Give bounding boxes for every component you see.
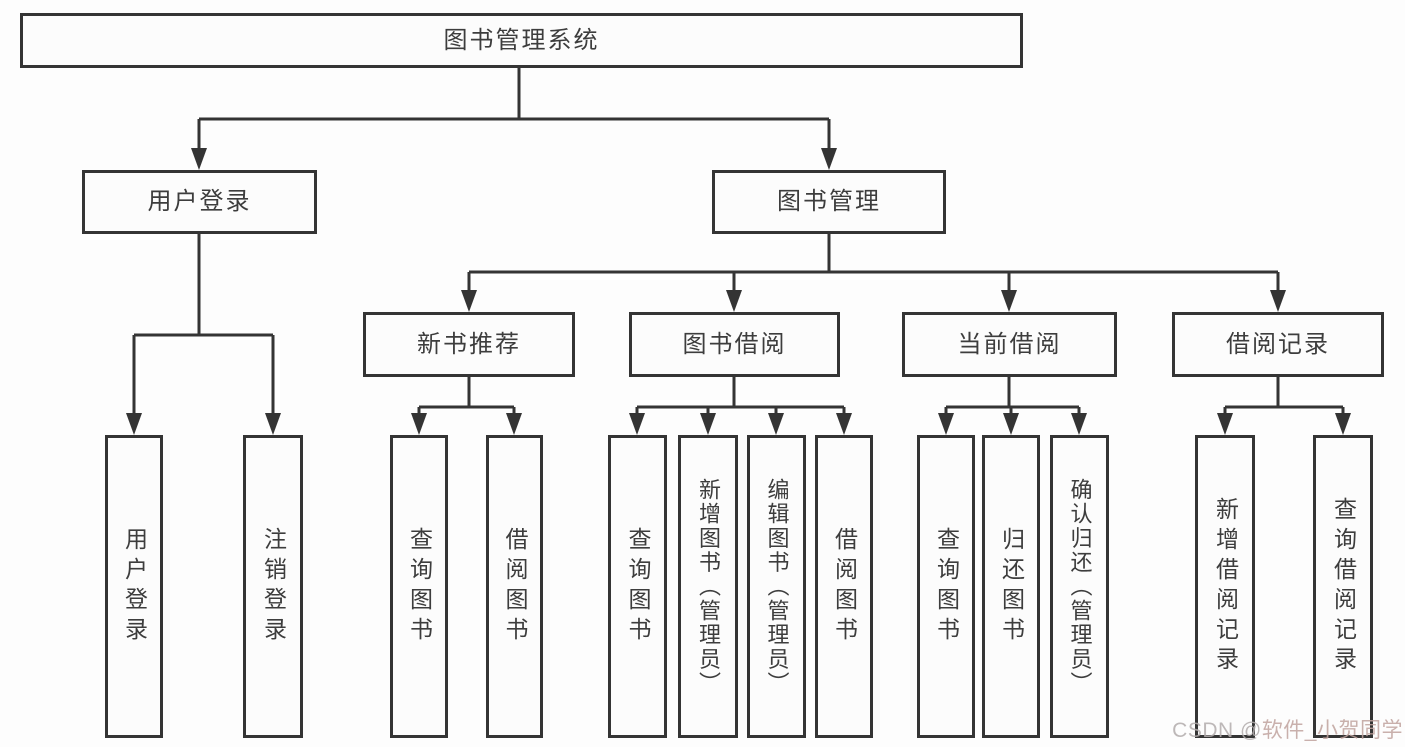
csdn-watermark-name: 软件_小贺同学 — [1261, 719, 1403, 742]
leaf-query-books-current-label: 查询图书 — [933, 526, 960, 647]
node-new-book-recommend-label: 新书推荐 — [417, 330, 521, 358]
leaf-logout: 注销登录 — [243, 435, 303, 738]
node-book-management-label: 图书管理 — [777, 188, 881, 215]
leaf-edit-books-admin-label: 编辑图书（管理员） — [764, 477, 790, 696]
leaf-query-borrow-record: 查询借阅记录 — [1313, 435, 1373, 738]
leaf-add-borrow-record-label: 新增借阅记录 — [1212, 496, 1239, 677]
csdn-watermark: CSDN @软件_小贺同学 — [1172, 714, 1403, 744]
node-root-label: 图书管理系统 — [443, 26, 600, 54]
node-new-book-recommend: 新书推荐 — [363, 312, 575, 377]
leaf-query-borrow-record-label: 查询借阅记录 — [1330, 496, 1357, 677]
leaf-edit-books-admin: 编辑图书（管理员） — [747, 435, 806, 738]
csdn-watermark-prefix: CSDN @ — [1172, 719, 1262, 742]
leaf-query-books-recommend-label: 查询图书 — [406, 526, 433, 647]
leaf-borrow-books-recommend-label: 借阅图书 — [502, 526, 528, 647]
leaf-user-login-label: 用户登录 — [121, 526, 148, 647]
leaf-return-books-label: 归还图书 — [998, 526, 1025, 647]
node-user-login: 用户登录 — [82, 170, 317, 234]
leaf-confirm-return-admin-label: 确认归还（管理员） — [1067, 477, 1093, 696]
leaf-add-borrow-record: 新增借阅记录 — [1195, 435, 1255, 738]
node-current-borrowing-label: 当前借阅 — [957, 330, 1062, 358]
node-borrowing-records-label: 借阅记录 — [1226, 330, 1330, 358]
leaf-query-books-current: 查询图书 — [917, 435, 975, 738]
leaf-query-books-borrow: 查询图书 — [608, 435, 667, 738]
node-current-borrowing: 当前借阅 — [902, 312, 1117, 377]
leaf-return-books: 归还图书 — [982, 435, 1040, 738]
leaf-query-books-borrow-label: 查询图书 — [625, 526, 651, 647]
leaf-borrow-books: 借阅图书 — [815, 435, 873, 738]
leaf-query-books-recommend: 查询图书 — [390, 435, 448, 738]
node-book-borrowing-label: 图书借阅 — [682, 330, 787, 358]
node-user-login-label: 用户登录 — [147, 188, 252, 215]
leaf-confirm-return-admin: 确认归还（管理员） — [1050, 435, 1109, 738]
leaf-add-books-admin-label: 新增图书（管理员） — [696, 477, 721, 696]
leaf-user-login: 用户登录 — [105, 435, 163, 738]
leaf-borrow-books-label: 借阅图书 — [831, 526, 858, 647]
node-book-borrowing: 图书借阅 — [629, 312, 840, 377]
leaf-add-books-admin: 新增图书（管理员） — [678, 435, 738, 738]
node-book-management: 图书管理 — [712, 170, 946, 234]
node-borrowing-records: 借阅记录 — [1172, 312, 1384, 377]
leaf-borrow-books-recommend: 借阅图书 — [486, 435, 543, 738]
leaf-logout-label: 注销登录 — [260, 526, 287, 647]
node-root: 图书管理系统 — [20, 13, 1023, 68]
